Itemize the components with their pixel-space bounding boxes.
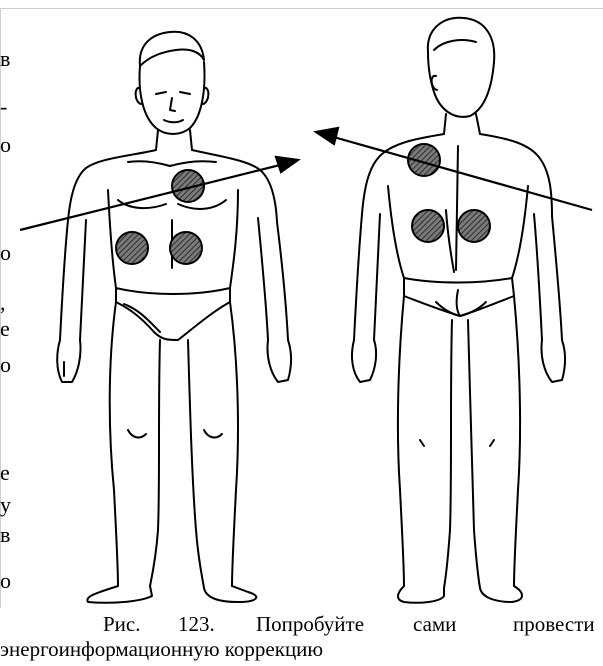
figure-illustration: в - о о , е о е у в о bbox=[0, 10, 603, 610]
caption-word: сами bbox=[413, 612, 456, 637]
spot-back-lower-left bbox=[412, 210, 444, 242]
front-figure bbox=[57, 32, 291, 603]
body-drawing bbox=[0, 10, 603, 610]
front-arrow-head bbox=[276, 157, 298, 172]
arrows bbox=[20, 128, 592, 230]
front-arrow-line bbox=[20, 164, 284, 230]
spot-abdomen-right bbox=[170, 232, 202, 264]
caption-word: провести bbox=[513, 612, 595, 637]
caption-fig-label: Рис. bbox=[103, 612, 141, 637]
spot-abdomen-left bbox=[116, 232, 148, 264]
caption-line-1: Рис. 123. Попробуйте сами провести bbox=[0, 612, 603, 637]
caption-fig-number: 123. bbox=[178, 612, 215, 637]
back-figure bbox=[352, 18, 565, 603]
back-arrow-head bbox=[316, 128, 338, 144]
page-top-border bbox=[0, 8, 603, 9]
caption-line-2: энергоинформационную коррекцию bbox=[0, 637, 323, 662]
energy-spots bbox=[116, 144, 490, 264]
caption-word: Попробуйте bbox=[256, 612, 364, 637]
spot-back-lower-right bbox=[458, 210, 490, 242]
